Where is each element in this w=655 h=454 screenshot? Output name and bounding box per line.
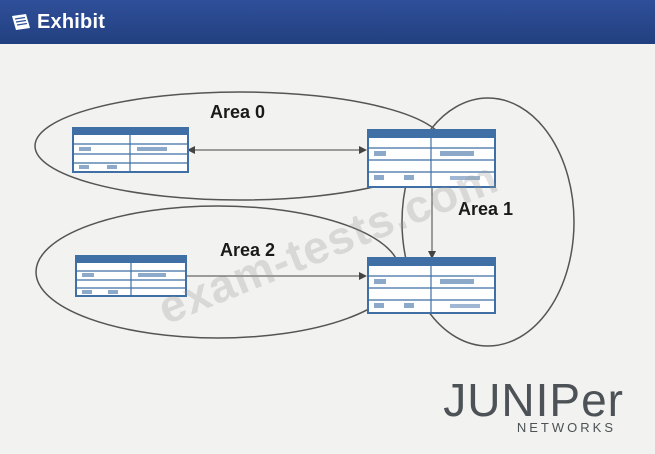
router-b xyxy=(367,129,496,188)
router-c xyxy=(75,255,187,297)
router-a xyxy=(72,127,189,173)
logo-networks: NETWORKS xyxy=(516,420,616,435)
network-diagram: Area 0 Area 1 Area 2 xyxy=(34,91,575,347)
exhibit-icon xyxy=(12,14,30,30)
area-2-label: Area 2 xyxy=(220,240,275,260)
window-title: Exhibit xyxy=(37,10,106,33)
title-bar: Exhibit xyxy=(0,0,655,44)
area-0-label: Area 0 xyxy=(210,102,265,122)
logo-wordmark: JUNIPer xyxy=(443,374,624,426)
juniper-logo: JUNIPer NETWORKS xyxy=(404,374,624,435)
diagram-canvas: Area 0 Area 1 Area 2 xyxy=(0,44,655,449)
area-1-ellipse xyxy=(401,97,575,347)
area-1-label: Area 1 xyxy=(458,199,513,219)
router-d xyxy=(367,257,496,314)
